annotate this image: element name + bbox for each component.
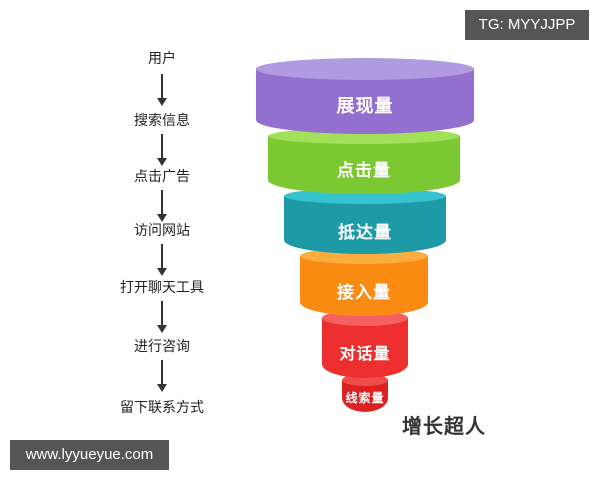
flow-step-consult: 进行咨询 — [134, 339, 190, 355]
arrow-down-icon — [157, 301, 167, 333]
arrow-down-icon — [157, 74, 167, 106]
funnel-tier-conversations: 对话量 — [322, 310, 408, 378]
flow-step-click-ad: 点击广告 — [134, 169, 190, 185]
funnel-tier-accessed: 接入量 — [300, 248, 428, 316]
tier-label: 对话量 — [339, 344, 391, 363]
funnel-tier-reached: 抵达量 — [284, 188, 446, 254]
tier-label: 线索量 — [345, 391, 385, 405]
arrow-down-icon — [157, 360, 167, 392]
tier-label: 展现量 — [336, 96, 394, 117]
flow-step-search: 搜索信息 — [134, 113, 190, 129]
funnel-tier-impressions: 展现量 — [256, 58, 474, 134]
flow-step-leave-contact: 留下联系方式 — [120, 400, 204, 416]
arrow-down-icon — [157, 134, 167, 166]
watermark-top-right: TG: MYYJJPP — [465, 10, 589, 40]
flow-step-open-chat: 打开聊天工具 — [120, 280, 204, 296]
flow-step-visit-site: 访问网站 — [134, 223, 190, 239]
arrow-down-icon — [157, 190, 167, 222]
brand-logo: 增长超人 — [402, 414, 486, 438]
watermark-bottom-left: www.lyyueyue.com — [10, 440, 169, 470]
funnel-tier-leads: 线索量 — [342, 374, 388, 412]
funnel-tier-clicks: 点击量 — [268, 128, 460, 194]
tier-label: 抵达量 — [338, 223, 392, 243]
tier-label: 点击量 — [337, 161, 391, 181]
tier-label: 接入量 — [337, 283, 391, 303]
flow-step-user: 用户 — [148, 51, 176, 67]
arrow-down-icon — [157, 244, 167, 276]
